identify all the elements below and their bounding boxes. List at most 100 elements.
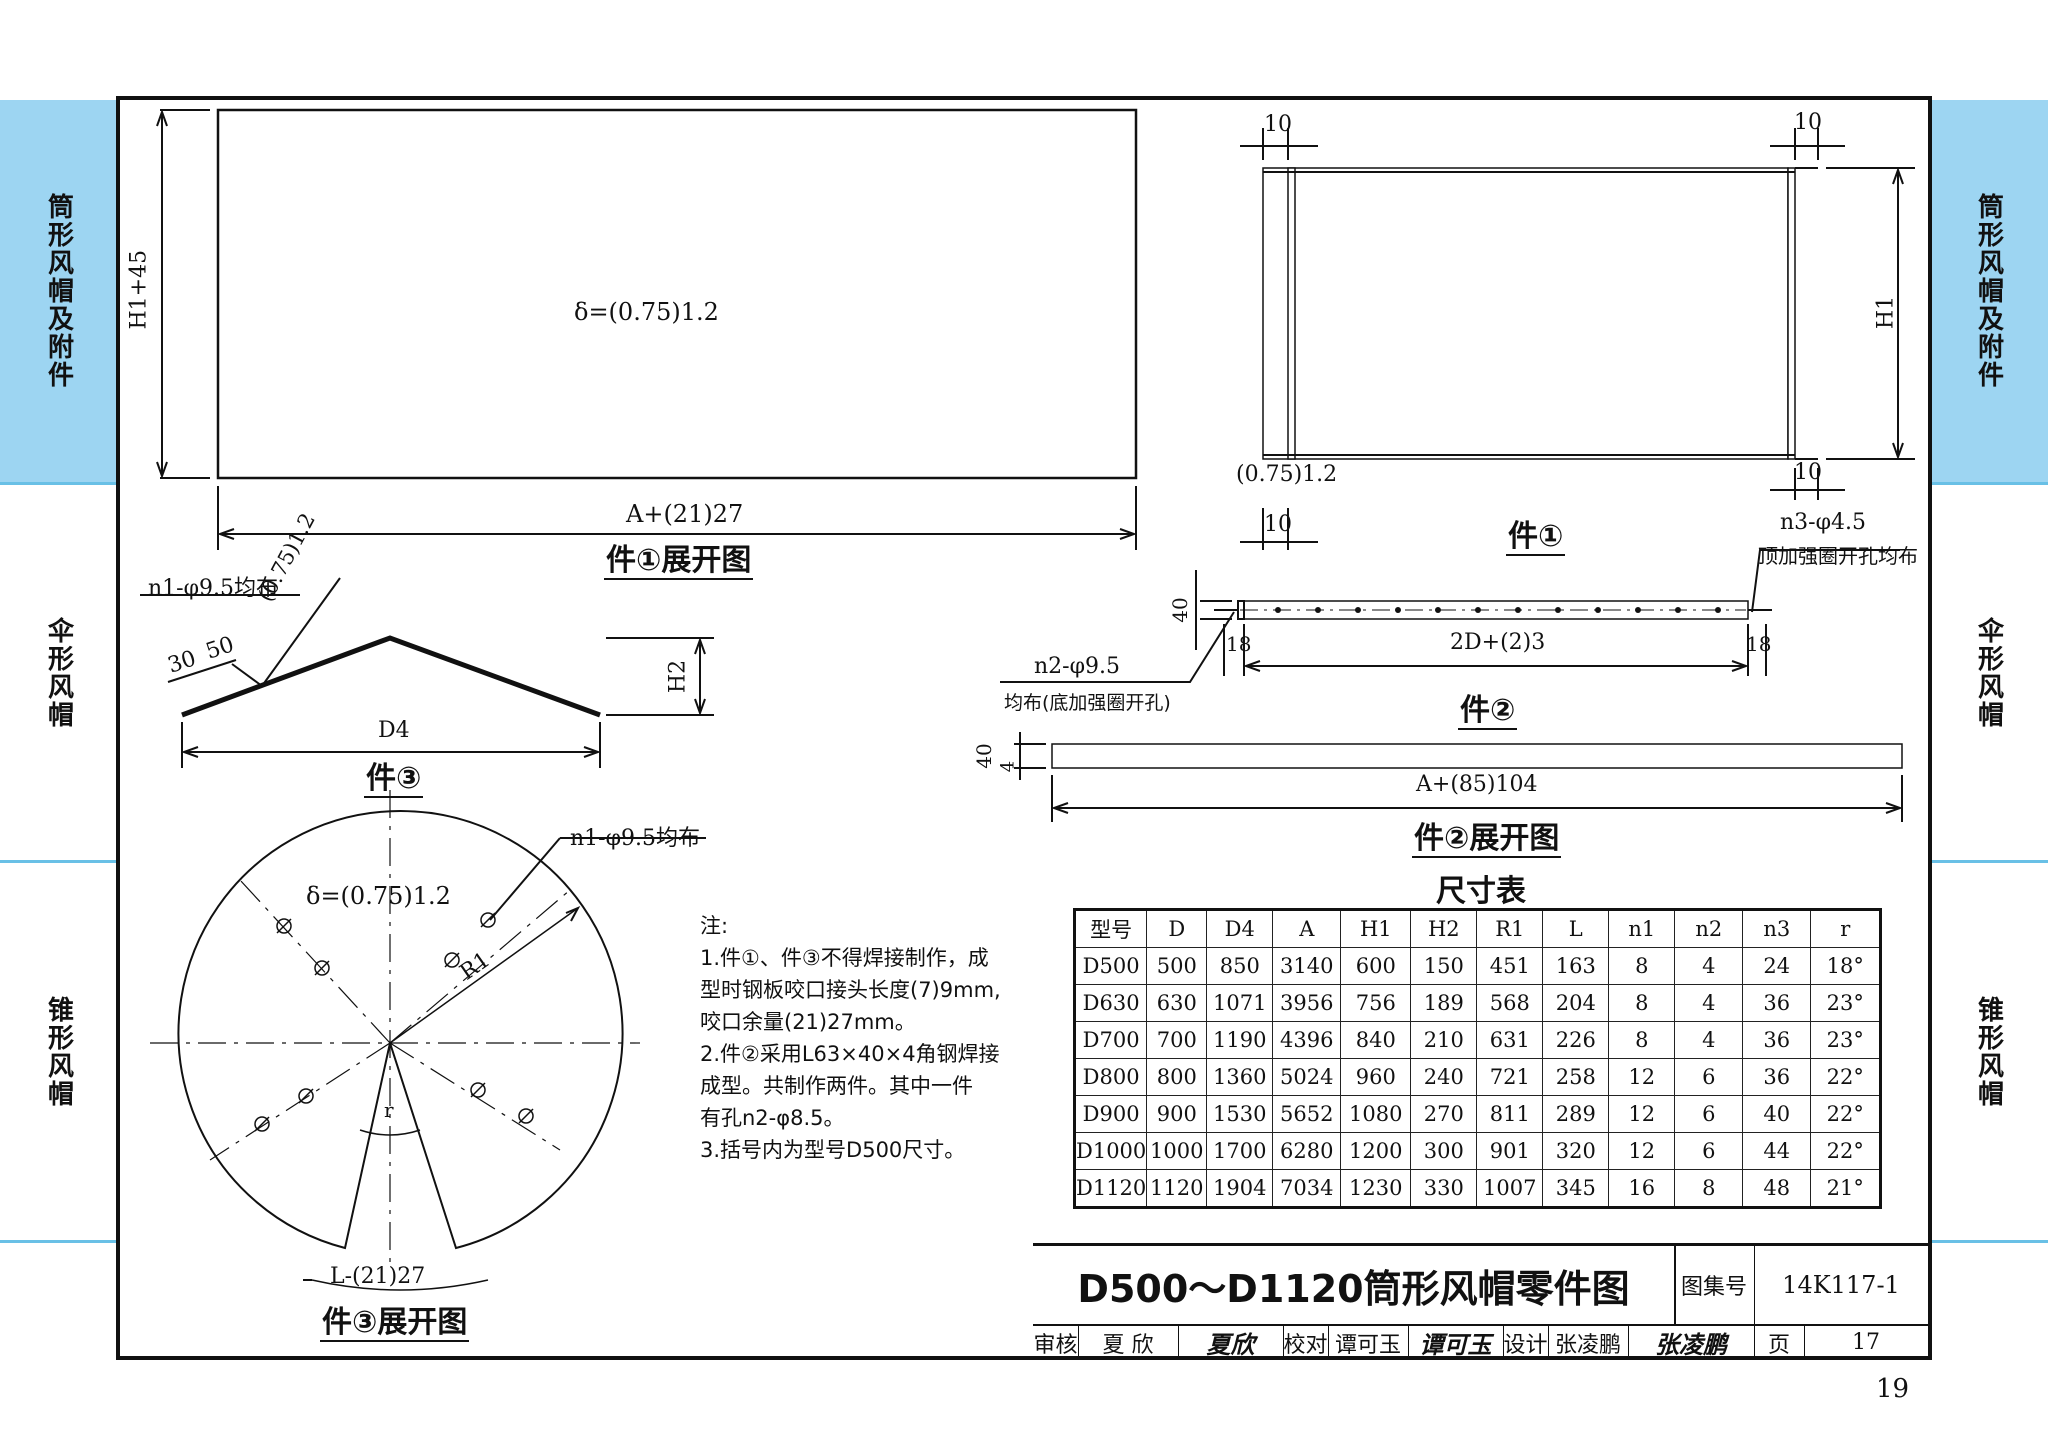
left-tab-cone-cap: 锥形风帽 — [0, 864, 118, 1240]
table-cell: 3140 — [1272, 947, 1342, 985]
title-block: D500～D1120筒形风帽零件图 图集号 14K117-1 审核 夏 欣 夏欣… — [1033, 1243, 1928, 1359]
part3-unfold-arc-dim: L-(21)27 — [330, 1264, 426, 1289]
right-tab-umbrella-cap: 伞形风帽 — [1930, 486, 2048, 860]
table-cell: 48 — [1742, 1169, 1812, 1208]
part3-unfold-caption: 件③展开图 — [320, 1305, 470, 1342]
table-header-cell: H2 — [1410, 909, 1478, 948]
table-cell: D630 — [1073, 984, 1148, 1022]
part1-caption: 件① — [1506, 519, 1566, 556]
table-cell: 36 — [1742, 1021, 1812, 1059]
table-cell: 24 — [1742, 947, 1812, 985]
table-cell: 960 — [1340, 1058, 1412, 1096]
table-header-cell: D4 — [1206, 909, 1274, 948]
table-cell: 226 — [1542, 1021, 1610, 1059]
table-cell: 12 — [1608, 1095, 1676, 1133]
table-cell: 850 — [1206, 947, 1274, 985]
table-cell: 4 — [1674, 947, 1744, 985]
table-cell: 1360 — [1206, 1058, 1274, 1096]
part1-dim-10-top-right: 10 — [1794, 110, 1822, 135]
table-cell: 21° — [1810, 1169, 1882, 1208]
left-tab-label: 伞形风帽 — [43, 617, 74, 729]
part1-holes-note: n3-φ4.5 — [1780, 510, 1866, 535]
table-cell: 6 — [1674, 1095, 1744, 1133]
table-cell: 270 — [1410, 1095, 1478, 1133]
table-cell: 3956 — [1272, 984, 1342, 1022]
table-cell: 8 — [1608, 947, 1676, 985]
table-cell: 811 — [1476, 1095, 1544, 1133]
table-cell: 18° — [1810, 947, 1882, 985]
table-cell: 1080 — [1340, 1095, 1412, 1133]
part1-dim-10-top-left: 10 — [1264, 112, 1292, 137]
left-tab-tube-cap: 筒形风帽及附件 — [0, 100, 118, 482]
table-cell: 600 — [1340, 947, 1412, 985]
atlas-label: 图集号 — [1674, 1246, 1755, 1324]
table-cell: 240 — [1410, 1058, 1478, 1096]
part2-holes-desc: 均布(底加强圈开孔) — [1004, 692, 1171, 714]
table-cell: 800 — [1146, 1058, 1208, 1096]
left-tab-divider — [0, 860, 118, 863]
table-cell: 36 — [1742, 984, 1812, 1022]
right-tab-divider — [1930, 482, 2048, 485]
part2-unfold-dim-40: 40 — [972, 743, 996, 769]
table-cell: 8 — [1608, 1021, 1676, 1059]
table-cell: 320 — [1542, 1132, 1610, 1170]
table-cell: 258 — [1542, 1058, 1610, 1096]
table-header-cell: r — [1810, 909, 1882, 948]
design-label: 设计 — [1503, 1326, 1549, 1359]
table-cell: 840 — [1340, 1021, 1412, 1059]
atlas-number: 14K117-1 — [1782, 1271, 1900, 1299]
table-cell: 1530 — [1206, 1095, 1274, 1133]
right-tab-label: 伞形风帽 — [1973, 617, 2004, 729]
table-cell: 500 — [1146, 947, 1208, 985]
part1-thickness: (0.75)1.2 — [1236, 462, 1338, 487]
part2-dim-40: 40 — [1168, 597, 1192, 623]
left-tab-label: 筒形风帽及附件 — [43, 193, 74, 389]
designer-name: 张凌鹏 — [1548, 1326, 1629, 1359]
table-header-cell: H1 — [1340, 909, 1412, 948]
table-cell: 204 — [1542, 984, 1610, 1022]
left-tab-divider — [0, 482, 118, 485]
table-cell: 1071 — [1206, 984, 1274, 1022]
part3-width-dim: D4 — [378, 718, 410, 743]
right-tab-label: 锥形风帽 — [1973, 996, 2004, 1108]
table-cell: 1190 — [1206, 1021, 1274, 1059]
table-cell: D1000 — [1073, 1132, 1148, 1170]
table-cell: 22° — [1810, 1095, 1882, 1133]
designer-signature: 张凌鹏 — [1628, 1326, 1755, 1359]
table-cell: 189 — [1410, 984, 1478, 1022]
table-header-cell: 型号 — [1073, 909, 1148, 948]
right-tab-divider — [1930, 1240, 2048, 1243]
right-tab-tube-cap: 筒形风帽及附件 — [1930, 100, 2048, 482]
right-tab-cone-cap: 锥形风帽 — [1930, 864, 2048, 1240]
checker-name: 谭可玉 — [1328, 1326, 1409, 1359]
table-cell: 22° — [1810, 1058, 1882, 1096]
part3-unfold-thickness: δ=(0.75)1.2 — [306, 882, 451, 910]
table-cell: 900 — [1146, 1095, 1208, 1133]
drawing-title: D500～D1120筒形风帽零件图 — [1033, 1246, 1676, 1324]
notes-line: 型时钢板咬口接头长度(7)9mm, — [700, 978, 1001, 1002]
table-title: 尺寸表 — [1436, 874, 1526, 909]
table-cell: 16 — [1608, 1169, 1676, 1208]
part1-unfold-caption: 件①展开图 — [604, 543, 754, 580]
table-cell: 289 — [1542, 1095, 1610, 1133]
table-cell: D700 — [1073, 1021, 1148, 1059]
left-tab-umbrella-cap: 伞形风帽 — [0, 486, 118, 860]
table-cell: 451 — [1476, 947, 1544, 985]
table-cell: 7034 — [1272, 1169, 1342, 1208]
table-cell: 1007 — [1476, 1169, 1544, 1208]
part2-unfold-bar — [1014, 732, 1903, 822]
table-cell: 6280 — [1272, 1132, 1342, 1170]
part2-length-dim: 2D+(2)3 — [1450, 630, 1546, 655]
part2-dim-18-right: 18 — [1746, 632, 1772, 656]
table-cell: 4396 — [1272, 1021, 1342, 1059]
left-tab-label: 锥形风帽 — [43, 996, 74, 1108]
table-cell: 210 — [1410, 1021, 1478, 1059]
part2-unfold-length-dim: A+(85)104 — [1416, 772, 1538, 797]
table-cell: 901 — [1476, 1132, 1544, 1170]
part1-unfold-height-dim: H1+45 — [126, 249, 152, 330]
